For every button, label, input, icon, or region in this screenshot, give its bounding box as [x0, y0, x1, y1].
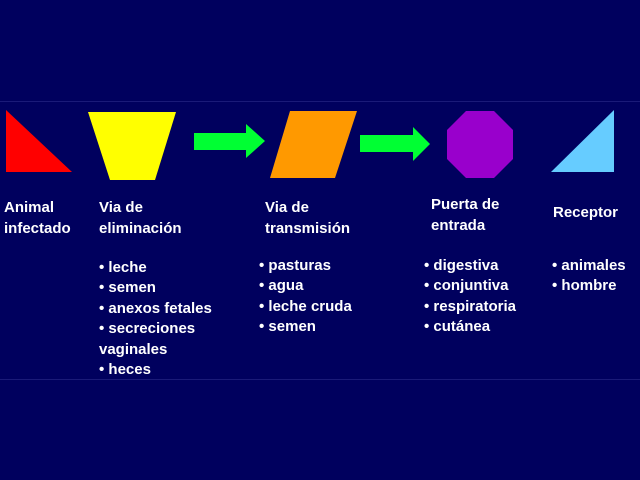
- list-item: • cutánea: [424, 318, 491, 336]
- label-via-eliminacion: Via de eliminación: [99, 197, 182, 239]
- arrow-right-icon: [194, 124, 265, 158]
- arrow-right-icon: [360, 127, 430, 161]
- list-item: • animales: [552, 257, 626, 274]
- blue-triangle-shape: [551, 110, 614, 172]
- label-puerta-entrada: Puerta de entrada: [431, 194, 499, 236]
- label-animal-infectado: Animal infectado: [4, 197, 71, 239]
- label-line: infectado: [4, 220, 71, 237]
- list-item: • respiratoria: [424, 297, 516, 315]
- label-line: eliminación: [99, 220, 182, 237]
- purple-octagon-shape: [447, 111, 513, 178]
- list-item: • leche cruda: [259, 297, 352, 315]
- list-item: • digestiva: [424, 257, 499, 274]
- list-item: vaginales: [99, 340, 168, 358]
- list-item: • hombre: [552, 277, 617, 295]
- red-triangle-shape: [6, 110, 72, 172]
- top-divider: [0, 101, 640, 102]
- label-via-transmision: Via de transmisión: [265, 197, 350, 239]
- label-receptor: Receptor: [553, 202, 618, 223]
- list-item: • semen: [259, 318, 316, 336]
- label-line: transmisión: [265, 220, 351, 237]
- shapes-layer: [6, 110, 614, 180]
- list-item: • secreciones: [99, 320, 196, 338]
- label-line: Via de: [265, 199, 309, 216]
- list-item: • leche: [99, 259, 147, 276]
- list-item: • heces: [99, 361, 151, 379]
- label-line: Via de: [99, 199, 143, 216]
- label-line: entrada: [431, 217, 486, 234]
- label-line: Puerta de: [431, 196, 500, 213]
- list-item: • semen: [99, 279, 156, 297]
- yellow-trapezoid-shape: [88, 112, 176, 180]
- label-line: Receptor: [553, 204, 619, 221]
- orange-parallelogram-shape: [270, 111, 357, 178]
- transmission-list: • pasturas • agua • leche cruda • semen: [259, 256, 352, 338]
- elimination-list: • leche • semen • anexos fetales • secre…: [99, 258, 212, 380]
- bottom-divider: [0, 379, 640, 380]
- entry-list: • digestiva • conjuntiva • respiratoria …: [424, 256, 516, 338]
- list-item: • agua: [259, 277, 304, 295]
- receptor-list: • animales • hombre: [552, 256, 626, 297]
- label-line: Animal: [4, 199, 55, 216]
- list-item: • conjuntiva: [424, 277, 509, 295]
- list-item: • pasturas: [259, 257, 331, 274]
- list-item: • anexos fetales: [99, 299, 212, 317]
